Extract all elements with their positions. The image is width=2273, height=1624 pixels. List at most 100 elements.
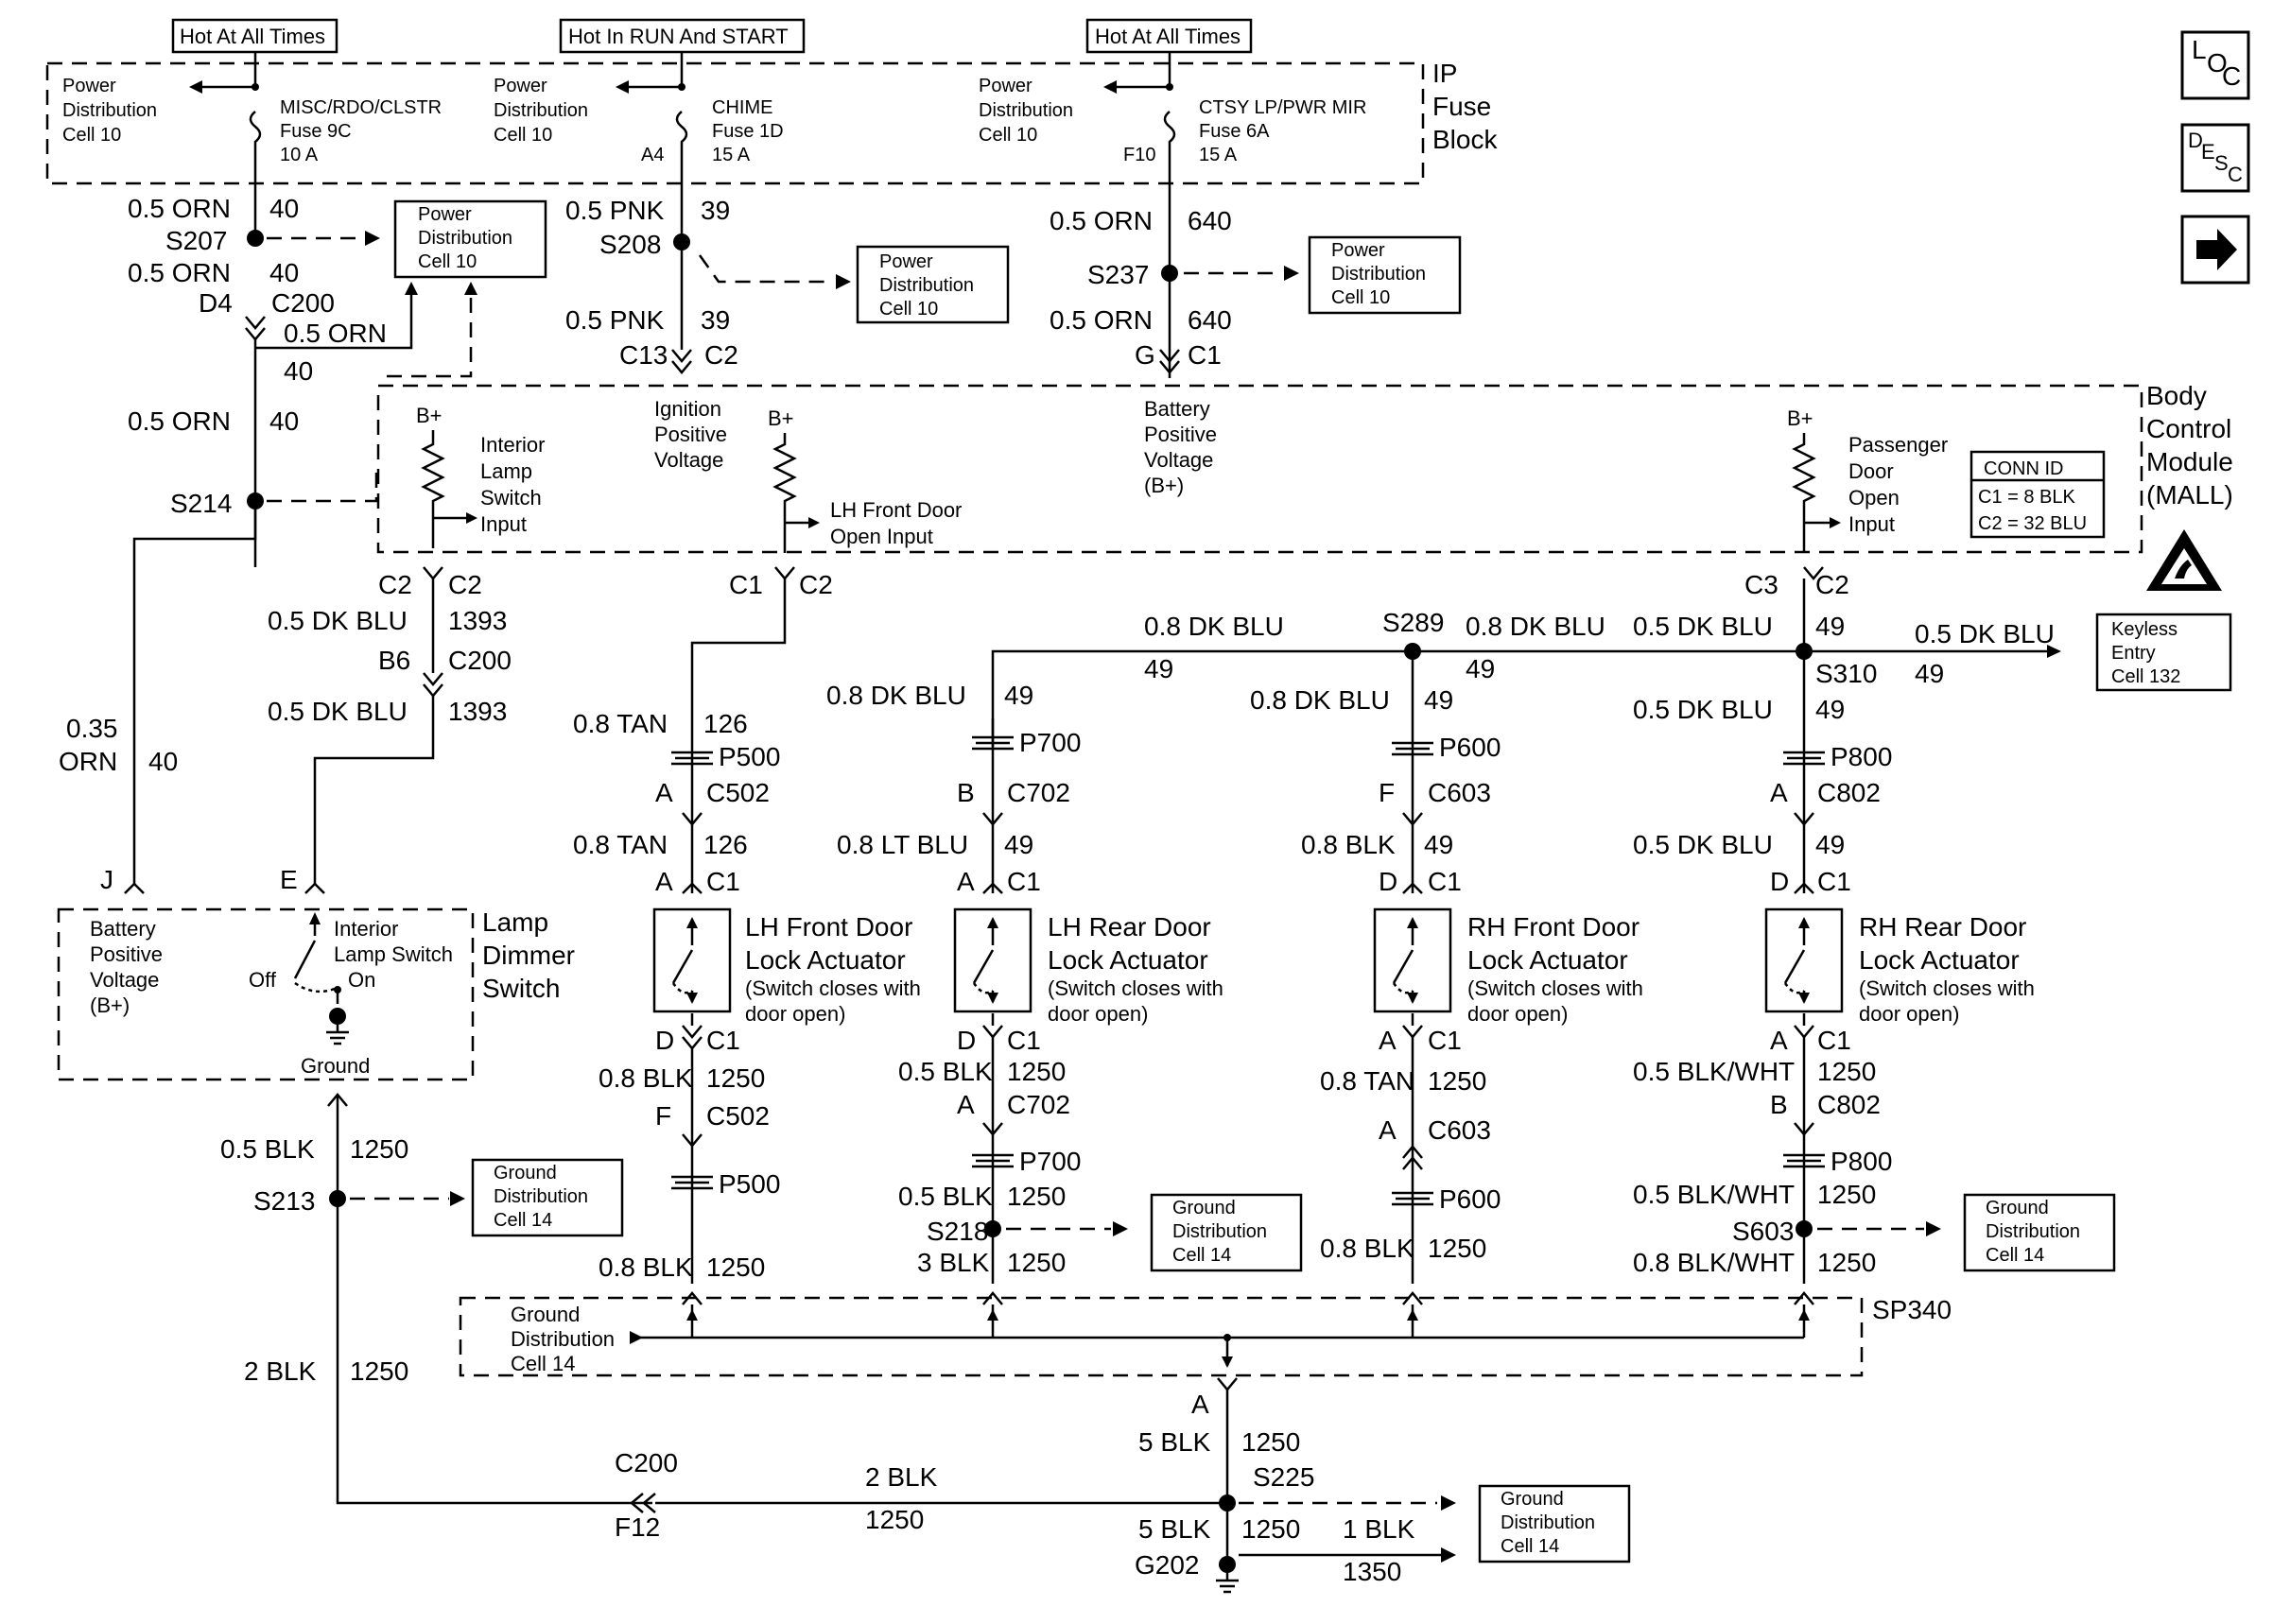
svg-text:Cell 10: Cell 10 <box>418 251 477 272</box>
svg-text:Lamp: Lamp <box>482 907 548 937</box>
svg-text:Cell 14: Cell 14 <box>1172 1245 1231 1266</box>
svg-text:LH Front Door: LH Front Door <box>745 912 912 942</box>
svg-text:C: C <box>2228 163 2243 186</box>
svg-text:LH Rear Door: LH Rear Door <box>1048 912 1211 942</box>
svg-text:10 A: 10 A <box>280 145 319 165</box>
bcm-ignition-voltage: Ignition Positive Voltage B+ LH Front Do… <box>654 397 962 553</box>
svg-text:F12: F12 <box>615 1512 660 1542</box>
svg-text:Cell 10: Cell 10 <box>62 125 121 146</box>
svg-text:S289: S289 <box>1382 608 1444 637</box>
svg-text:C2: C2 <box>378 570 412 599</box>
rh-rear-door-lock-actuator: RH Rear Door Lock Actuator (Switch close… <box>1764 907 2035 1026</box>
svg-text:0.8 TAN: 0.8 TAN <box>1320 1066 1414 1096</box>
svg-text:40: 40 <box>269 194 299 223</box>
svg-text:0.5 DK BLU: 0.5 DK BLU <box>1915 619 2055 648</box>
svg-text:C1: C1 <box>1428 867 1462 896</box>
svg-text:0.35: 0.35 <box>66 714 118 743</box>
svg-text:Cell 10: Cell 10 <box>979 125 1037 146</box>
svg-text:15 A: 15 A <box>712 145 751 165</box>
next-page-button[interactable] <box>2180 215 2250 285</box>
lh-rear-door-lock-actuator: LH Rear Door Lock Actuator (Switch close… <box>953 907 1223 1026</box>
svg-text:39: 39 <box>701 196 730 225</box>
circuit-640: 0.5 ORN 640 S237 0.5 ORN 640 G C1 <box>1050 206 1299 374</box>
svg-text:Ground: Ground <box>301 1054 370 1078</box>
svg-text:RH Rear Door: RH Rear Door <box>1859 912 2026 942</box>
svg-text:49: 49 <box>1004 681 1033 710</box>
svg-text:C3: C3 <box>1744 570 1778 599</box>
svg-text:A: A <box>957 867 975 896</box>
svg-text:S603: S603 <box>1732 1217 1794 1246</box>
svg-text:(Switch closes with: (Switch closes with <box>1467 976 1643 1000</box>
svg-text:0.5 PNK: 0.5 PNK <box>565 196 665 225</box>
svg-text:C2 = 32 BLU: C2 = 32 BLU <box>1978 513 2087 534</box>
svg-text:40: 40 <box>269 406 299 436</box>
svg-text:40: 40 <box>269 258 299 287</box>
svg-text:0.5 DK BLU: 0.5 DK BLU <box>1633 695 1773 724</box>
svg-text:0.8 DK BLU: 0.8 DK BLU <box>1144 612 1284 641</box>
svg-text:49: 49 <box>1424 830 1453 859</box>
svg-text:B6: B6 <box>378 646 410 675</box>
fuse-1d: Power Distribution Cell 10 CHIME Fuse 1D… <box>494 66 784 241</box>
svg-text:A: A <box>1191 1390 1209 1419</box>
svg-text:Hot In RUN And START: Hot In RUN And START <box>568 25 789 48</box>
svg-text:Distribution: Distribution <box>1331 264 1426 285</box>
svg-text:40: 40 <box>148 747 178 776</box>
circuit-40: 0.5 ORN 40 S207 0.5 ORN 40 D4 C200 0.5 O… <box>59 194 477 894</box>
svg-text:D: D <box>655 1026 674 1055</box>
ip-fuse-block-title: IP <box>1432 59 1457 88</box>
svg-text:Fuse 6A: Fuse 6A <box>1199 121 1270 142</box>
svg-text:Lock Actuator: Lock Actuator <box>1859 945 2020 975</box>
svg-text:0.5 DK BLU: 0.5 DK BLU <box>1633 612 1773 641</box>
svg-text:S237: S237 <box>1087 260 1149 289</box>
svg-text:49: 49 <box>1004 830 1033 859</box>
lamp-dimmer-switch: Lamp Dimmer Switch Battery Positive Volt… <box>90 907 575 1078</box>
svg-text:D: D <box>2188 129 2203 152</box>
svg-text:C702: C702 <box>1007 1090 1070 1119</box>
svg-text:B+: B+ <box>768 406 794 430</box>
svg-text:B+: B+ <box>416 404 442 427</box>
svg-text:2 BLK: 2 BLK <box>865 1462 938 1492</box>
svg-text:0.8 TAN: 0.8 TAN <box>573 830 668 859</box>
svg-text:P700: P700 <box>1019 1147 1081 1176</box>
svg-text:C13: C13 <box>619 340 668 370</box>
svg-text:Positive: Positive <box>90 942 163 966</box>
svg-text:L: L <box>2192 35 2207 64</box>
svg-text:Switch: Switch <box>480 486 542 510</box>
svg-text:P800: P800 <box>1831 1147 1892 1176</box>
svg-text:A: A <box>1770 778 1788 807</box>
svg-text:C1: C1 <box>706 867 740 896</box>
svg-text:S218: S218 <box>927 1217 988 1246</box>
lh-rear-door-ground: D C1 0.5 BLK 1250 A C702 P700 0.5 BLK 12… <box>898 1013 1128 1305</box>
svg-text:door open): door open) <box>1467 1002 1568 1026</box>
svg-text:Open: Open <box>1848 486 1900 510</box>
power-distribution-ref-3: Power Distribution Cell 10 <box>1308 235 1462 315</box>
svg-text:Positive: Positive <box>1144 423 1217 446</box>
svg-text:Power: Power <box>494 76 547 96</box>
svg-text:49: 49 <box>1424 685 1453 715</box>
svg-text:(B+): (B+) <box>90 993 130 1017</box>
circuit-1393: C2 C2 0.5 DK BLU 1393 B6 C200 0.5 DK BLU… <box>268 566 512 894</box>
bcm-battery-voltage: Battery Positive Voltage (B+) <box>1144 397 1217 497</box>
svg-text:Voltage: Voltage <box>1144 448 1213 472</box>
svg-text:Power: Power <box>418 204 472 225</box>
svg-text:E: E <box>280 865 298 894</box>
svg-text:P500: P500 <box>719 742 780 771</box>
svg-text:Cell 14: Cell 14 <box>511 1352 575 1375</box>
svg-text:Power: Power <box>1331 240 1385 261</box>
svg-text:C502: C502 <box>706 778 770 807</box>
sp340-outline <box>459 1296 1864 1377</box>
svg-text:Keyless: Keyless <box>2111 619 2178 640</box>
svg-text:S213: S213 <box>253 1186 315 1216</box>
svg-text:door open): door open) <box>1859 1002 1959 1026</box>
svg-text:39: 39 <box>701 305 730 335</box>
svg-text:C1: C1 <box>1188 340 1222 370</box>
svg-text:0.5 BLK/WHT: 0.5 BLK/WHT <box>1633 1057 1795 1086</box>
svg-text:0.8 BLK: 0.8 BLK <box>599 1253 693 1282</box>
svg-text:Cell 10: Cell 10 <box>879 299 938 320</box>
svg-text:C1: C1 <box>706 1026 740 1055</box>
bcm-interior-lamp-input: B+ Interior Lamp Switch Input <box>416 404 545 548</box>
svg-text:(Switch closes with: (Switch closes with <box>745 976 921 1000</box>
